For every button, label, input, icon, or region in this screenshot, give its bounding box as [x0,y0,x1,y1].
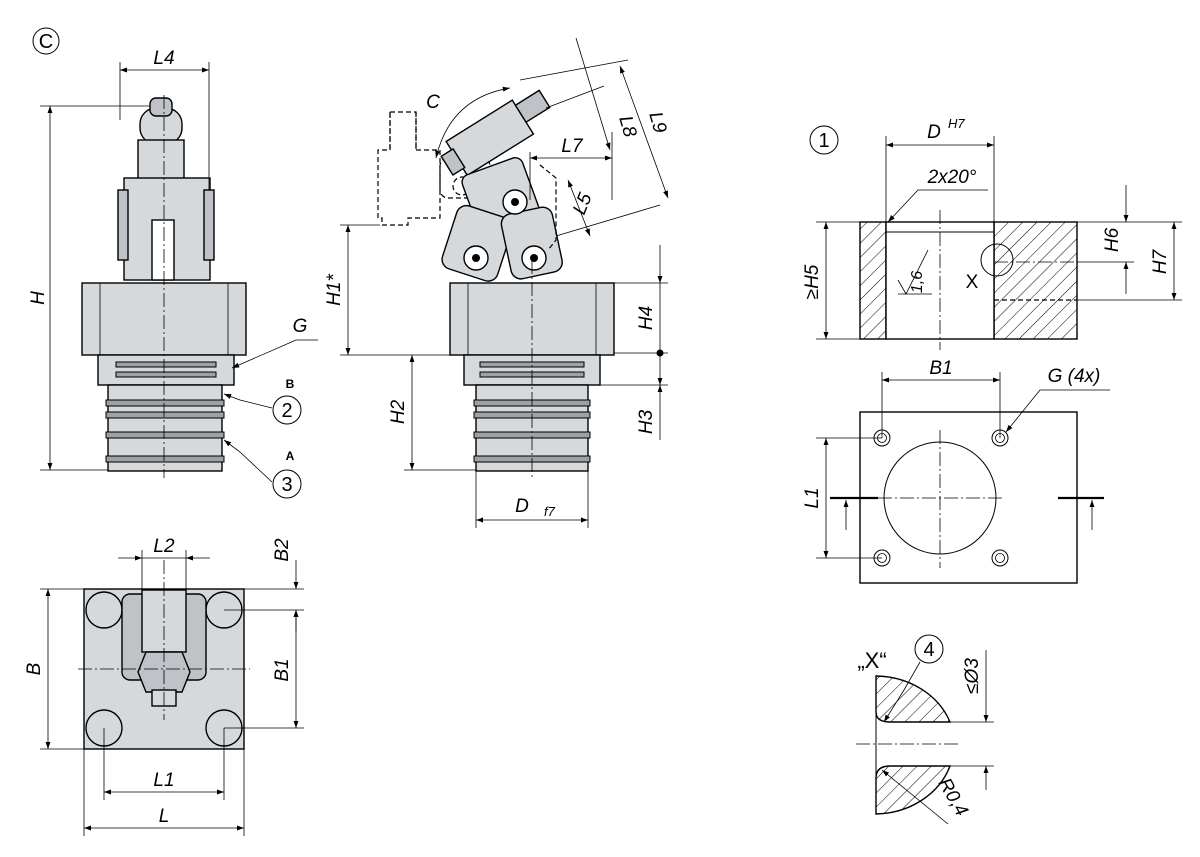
dim-l2: L2 [153,536,175,557]
dim-l8: L8 [614,113,640,140]
yoke-slot [151,219,175,281]
dim-h1: H1* [324,274,345,306]
callout-1-circle [809,125,839,155]
angle-c: C [426,92,440,113]
yoke-right-pin [203,189,215,261]
view-marker-c: C [39,31,53,53]
label-b-seal: B [286,377,295,391]
tap-hole-4 [991,549,1009,567]
dim-l9: L9 [644,109,670,136]
dim-h4: H4 [636,306,657,330]
seal-ring-b [105,399,225,407]
dim-bore-d-tolerance: H7 [948,116,965,131]
bore-plan-view: B1 G (4x) L1 [802,358,1110,584]
view-marker-circle [32,27,60,55]
linkage-right [500,206,563,280]
callout-2: 2 [281,400,292,422]
callout-4-circle [914,634,944,664]
bore-wall-left [859,221,887,340]
callout-3: 3 [281,474,292,496]
bore-wall-right [993,221,1078,340]
dim-detail-d3: ≤Ø3 [962,658,983,694]
callout-1: 1 [818,130,829,152]
dim-d: D [515,496,529,517]
dim-l1: L1 [153,770,174,791]
side-view: C H1* [324,37,670,528]
dim-h2: H2 [388,399,409,424]
detail-x-view: „X“ 4 ≤Ø3 R0,4 [856,634,994,825]
bore-plan-outline [859,411,1078,584]
detail-x-title: „X“ [857,648,886,673]
dim-h6: H6 [1102,227,1123,252]
dim-h7: H7 [1150,248,1171,274]
callout-2-circle [272,395,302,425]
dim-plan-b1: B1 [929,358,952,379]
mount-hole-1 [85,591,123,629]
dim-b2: B2 [272,538,293,562]
label-x: X [966,272,979,293]
top-view: L2 B2 B1 B L1 L [24,536,304,836]
label-tap-g: G (4x) [1048,366,1101,387]
label-g: G [293,316,308,337]
callout-3-circle [272,469,302,499]
roughness-value: 1,6 [909,271,926,293]
dim-l7: L7 [561,136,584,157]
dim-h5: ≥H5 [802,264,823,299]
detail-x-marker [980,243,1014,277]
yoke-left-pin [117,189,129,261]
dim-h3: H3 [636,409,657,434]
label-a-seal: A [286,449,295,463]
detail-x-upper-wall [875,675,952,723]
thread-section [97,354,235,386]
dim-l4: L4 [153,48,174,69]
linkage-left [441,204,514,282]
open-position-arm [377,111,441,226]
front-view: C L4 H G [28,27,318,499]
dim-d-tolerance: f7 [544,504,556,519]
bore-section-view: 1 X 1,6 D H7 2x20° ≥H5 [802,116,1182,350]
callout-4: 4 [923,639,934,661]
label-chamfer: 2x20° [927,167,977,188]
dim-bore-d: D [927,122,941,143]
dim-h: H [28,291,49,305]
dim-l: L [159,806,170,827]
dim-plan-l1: L1 [802,487,823,508]
dim-b: B [24,662,45,675]
seal-ring-a [105,431,225,439]
clamp-spindle [514,89,551,124]
clamp-knob-top [149,97,173,117]
dim-b1: B1 [272,658,293,681]
dim-detail-r: R0,4 [934,775,972,820]
